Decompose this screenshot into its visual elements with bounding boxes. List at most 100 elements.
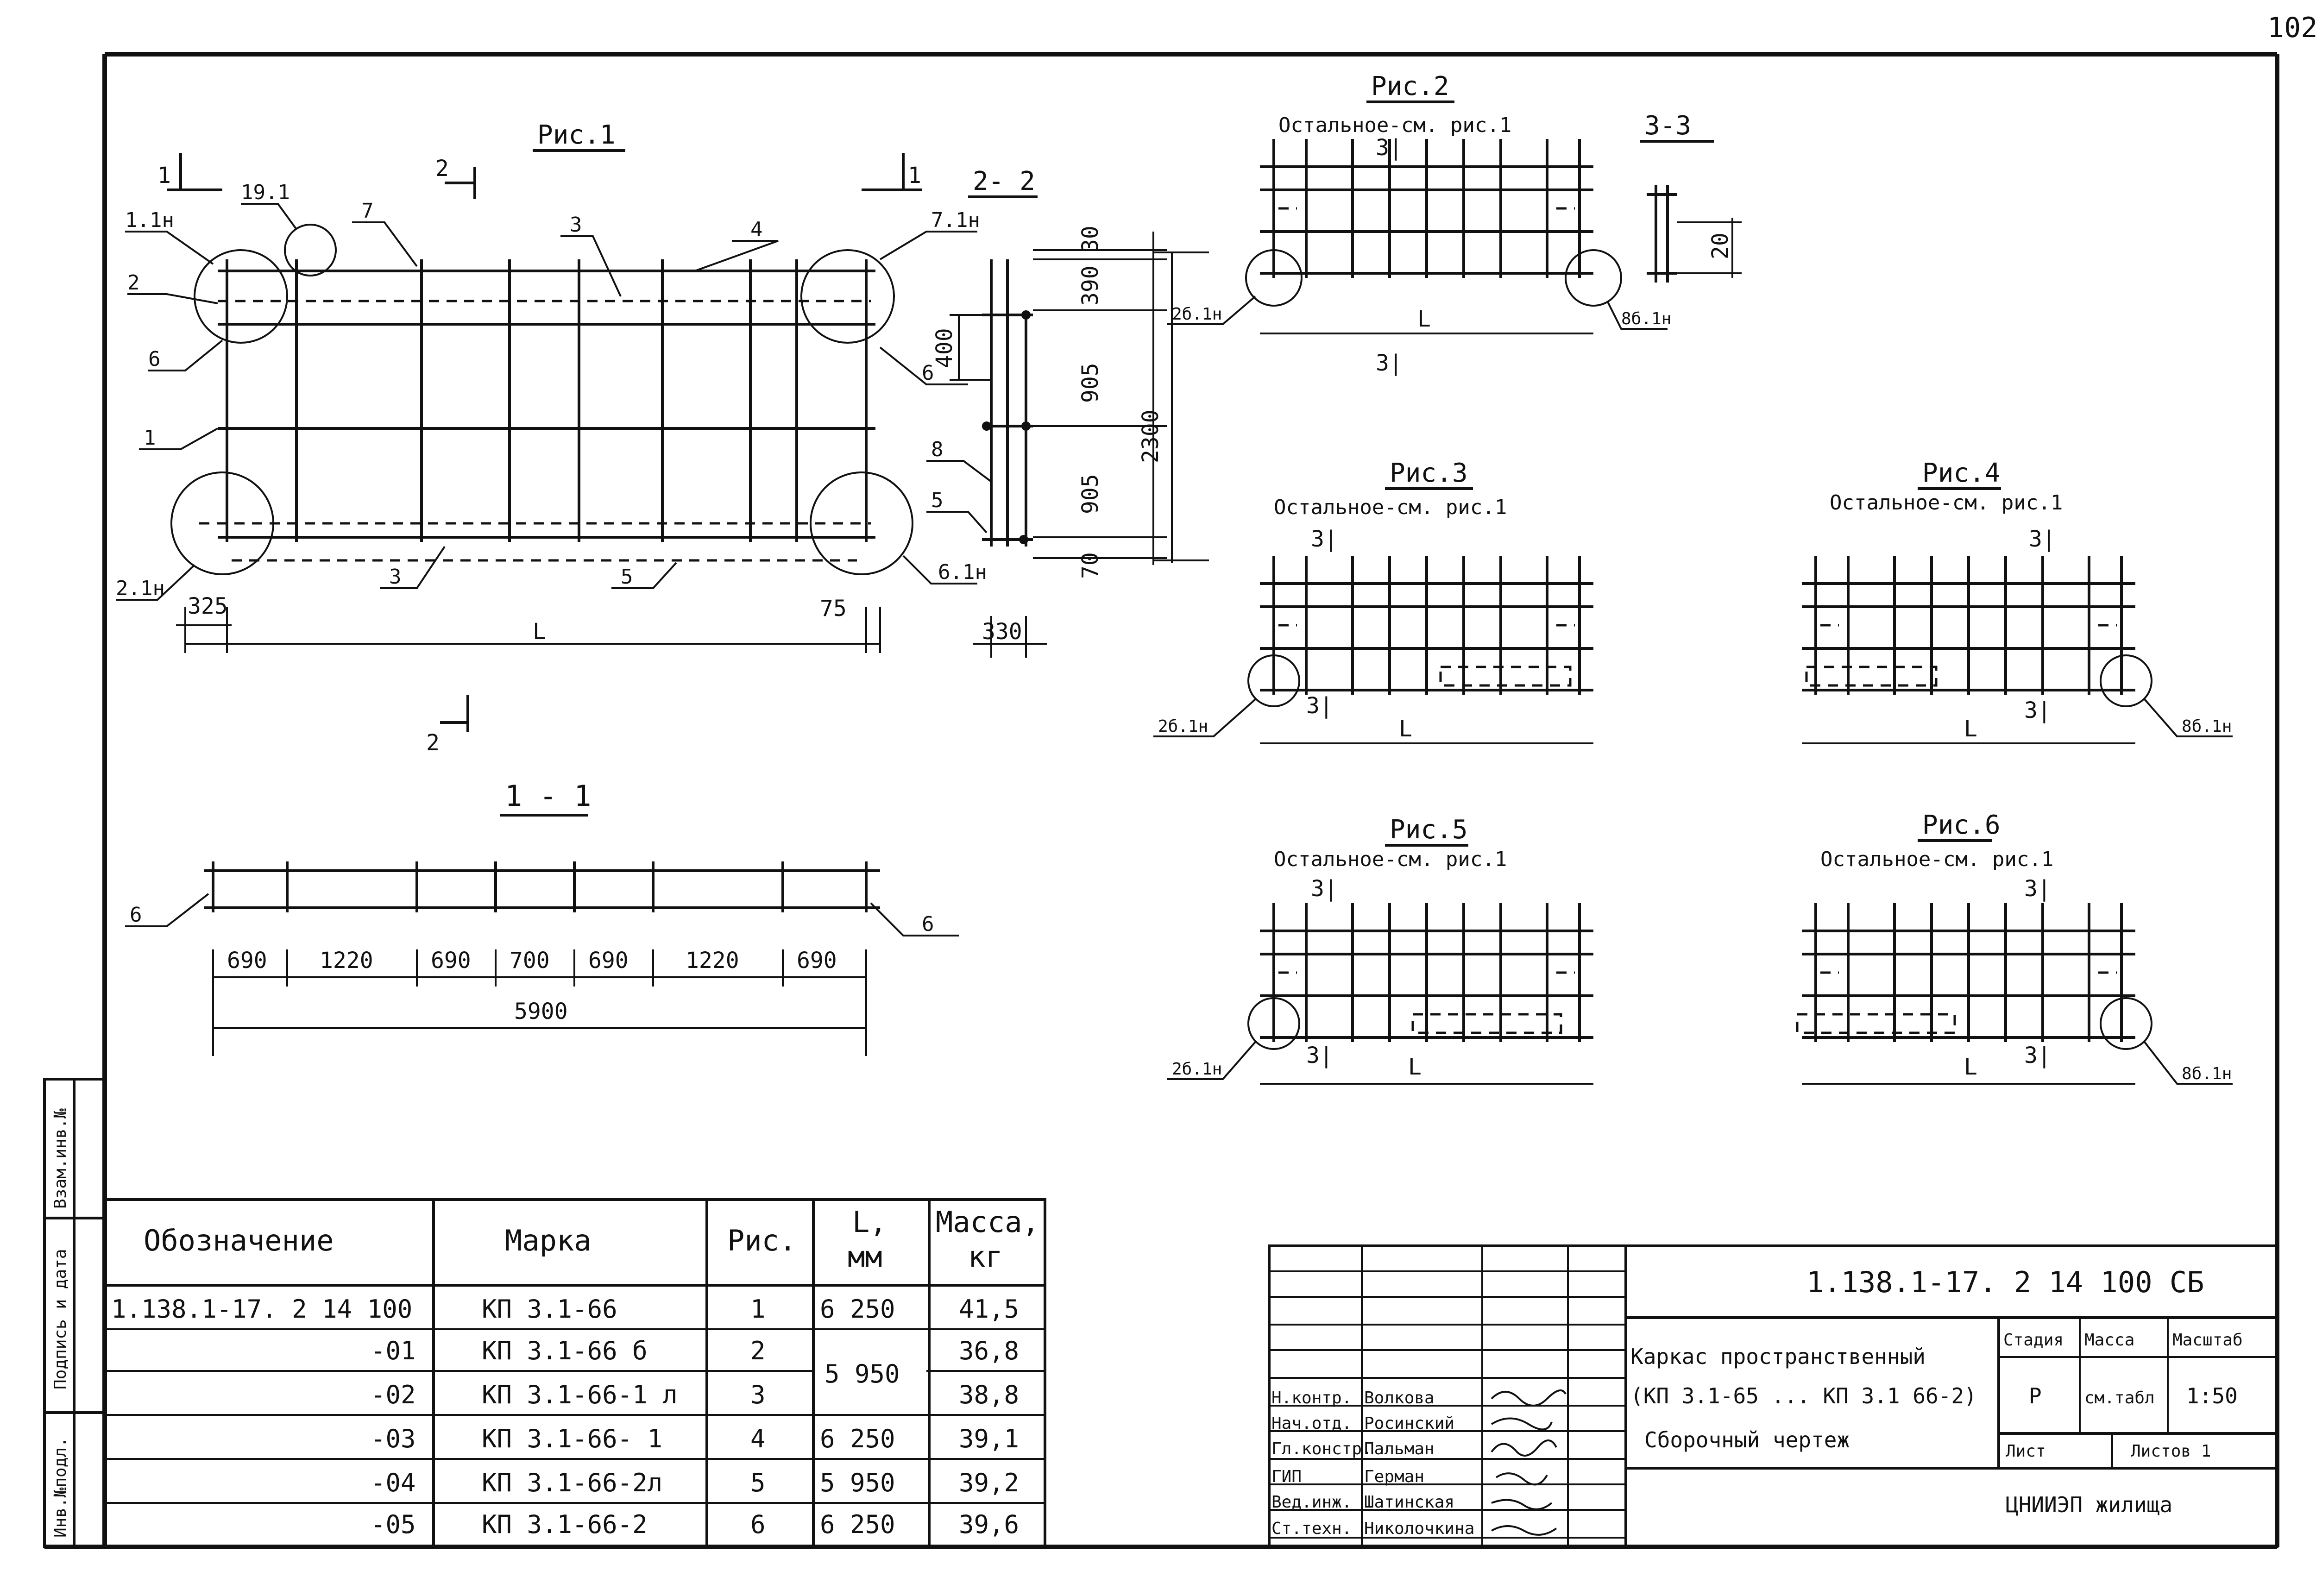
spec-row-4-fig: 4 — [750, 1424, 766, 1453]
fig1-label-6-1n: 6.1н — [938, 560, 987, 584]
sec11-span-3: 690 — [431, 948, 471, 974]
spec-row-4-length: 6 250 — [820, 1424, 895, 1453]
fig1-label-1: 1 — [144, 426, 156, 450]
spec-row-1-mass: 41,5 — [959, 1294, 1019, 1324]
fig2-dim-L: L — [1417, 306, 1431, 332]
tb-name-2: (КП 3.1-65 ... КП 3.1 66-2) — [1630, 1383, 1977, 1408]
tb-staff-role-6: Ст.техн. — [1271, 1519, 1352, 1538]
section-1-1: 1 - 1 6 6 690 1220 690 700 690 1220 690 … — [125, 779, 959, 1056]
spec-row-6-mass: 39,6 — [959, 1510, 1019, 1539]
tb-staff-name-4: Герман — [1364, 1467, 1424, 1486]
sec11-span-5: 690 — [588, 948, 629, 974]
spec-header-length-top: L, — [852, 1205, 887, 1239]
fig1-label-5: 5 — [621, 565, 633, 589]
tb-staff-name-5: Шатинская — [1364, 1493, 1454, 1512]
fig1-label-3-top: 3 — [570, 213, 582, 237]
fig1-cut-2-bottom: 2 — [426, 730, 440, 756]
figure-2: Рис.2 Остальное-см. рис.1 3| 2б.1н 8б.1н… — [1167, 71, 1671, 376]
sec33-dim-20: 20 — [1707, 232, 1733, 259]
fig1-label-2-1n: 2.1н — [116, 577, 165, 600]
spec-row-6-length: 6 250 — [820, 1510, 895, 1539]
fig2-title: Рис.2 — [1371, 71, 1449, 101]
fig1-cut-1-right: 1 — [908, 163, 921, 189]
fig6-note: Остальное-см. рис.1 — [1820, 848, 2053, 871]
sec22-dim-400: 400 — [931, 328, 957, 368]
fig1-label-6-left: 6 — [148, 347, 161, 371]
spec-row-2-mark: КП 3.1-66 б — [482, 1336, 648, 1365]
sec11-label-6-right: 6 — [922, 912, 934, 936]
sec22-title: 2- 2 — [973, 166, 1035, 196]
fig1-label-19-1: 19.1 — [241, 181, 290, 204]
sec11-label-6-left: 6 — [130, 903, 142, 927]
tb-staff-role-5: Вед.инж. — [1271, 1493, 1352, 1512]
sec11-title: 1 - 1 — [505, 779, 592, 813]
spec-row-6-designation: -05 — [371, 1510, 416, 1539]
spec-row-4-mass: 39,1 — [959, 1424, 1019, 1453]
sec11-span-6: 1220 — [686, 948, 739, 974]
fig3-cut-top: 3| — [1311, 526, 1338, 552]
spec-row-3-mark: КП 3.1-66-1 л — [482, 1380, 678, 1409]
tb-sheet-header: Лист — [2006, 1442, 2046, 1461]
sec22-dim-70: 70 — [1077, 552, 1103, 579]
sec22-dim-330: 330 — [982, 619, 1022, 645]
sec11-total: 5900 — [514, 999, 568, 1024]
tb-code: 1.138.1-17. 2 14 100 СБ — [1806, 1265, 2204, 1299]
fig5-cut-top: 3| — [1311, 876, 1338, 902]
fig6-title: Рис.6 — [1922, 810, 2001, 840]
spec-row-5-mark: КП 3.1-66-2л — [482, 1468, 662, 1497]
fig3-note: Остальное-см. рис.1 — [1274, 496, 1507, 519]
spec-header-length-bottom: мм — [848, 1240, 882, 1274]
spec-rows-2-3-length: 5 950 — [824, 1359, 900, 1389]
tb-staff-name-3: Пальман — [1364, 1439, 1435, 1458]
spec-row-2-mass: 36,8 — [959, 1336, 1019, 1365]
stamp-inv-podl: Инв.№подл. — [51, 1437, 70, 1538]
fig3-label-2b: 2б.1н — [1158, 717, 1208, 736]
spec-row-5-length: 5 950 — [820, 1468, 895, 1497]
spec-header-mass-top: Масса, — [936, 1205, 1039, 1239]
spec-table: Обозначение Марка Рис. L, мм Масса, кг 1… — [103, 1198, 1046, 1548]
spec-row-3-fig: 3 — [750, 1380, 766, 1409]
fig4-note: Остальное-см. рис.1 — [1830, 491, 2063, 515]
fig4-title: Рис.4 — [1922, 458, 2001, 488]
fig4-label-8b: 8б.1н — [2182, 717, 2232, 736]
spec-row-4-mark: КП 3.1-66- 1 — [482, 1424, 662, 1453]
fig1-label-7: 7 — [361, 199, 374, 223]
figure-5: Рис.5 Остальное-см. рис.1 3| 2б.1н 3| L — [1167, 815, 1593, 1085]
fig1-dim-75: 75 — [820, 596, 847, 622]
spec-row-1-designation: 1.138.1-17. 2 14 100 — [111, 1294, 412, 1324]
fig5-title: Рис.5 — [1390, 815, 1468, 845]
sec33-title: 3-3 — [1644, 111, 1691, 141]
signatures — [1491, 1389, 1567, 1536]
section-2-2: 2- 2 8 5 30 390 905 905 70 2300 — [926, 166, 1209, 658]
sec22-label-8: 8 — [931, 438, 944, 461]
sec11-span-4: 700 — [510, 948, 550, 974]
tb-mass-header: Масса — [2084, 1331, 2134, 1350]
tb-scale: 1:50 — [2186, 1383, 2238, 1408]
sec22-dim-905-top: 905 — [1077, 363, 1103, 403]
sec22-dim-390: 390 — [1077, 265, 1103, 306]
spec-row-3-mass: 38,8 — [959, 1380, 1019, 1409]
spec-row-3-designation: -02 — [371, 1380, 416, 1409]
fig1-cut-2-top: 2 — [435, 156, 449, 182]
tb-stage: Р — [2029, 1383, 2042, 1408]
tb-organization: ЦНИИЭП жилища — [2006, 1492, 2172, 1517]
fig3-title: Рис.3 — [1390, 458, 1468, 488]
tb-staff-name-6: Николочкина — [1364, 1519, 1474, 1538]
tb-stage-header: Стадия — [2003, 1331, 2064, 1350]
spec-row-5-fig: 5 — [750, 1468, 766, 1497]
fig6-cut-top: 3| — [2024, 876, 2051, 902]
tb-staff-role-1: Н.контр. — [1271, 1389, 1352, 1407]
fig5-cut-bottom: 3| — [1306, 1043, 1333, 1068]
spec-row-1-fig: 1 — [750, 1294, 766, 1324]
spec-row-1-length: 6 250 — [820, 1294, 895, 1324]
tb-mass: см.табл — [2084, 1389, 2155, 1407]
fig4-dim-L: L — [1964, 716, 1977, 742]
tb-name-1: Каркас пространственный — [1630, 1344, 1926, 1369]
tb-staff-name-2: Росинский — [1364, 1414, 1454, 1433]
tb-staff-role-4: ГИП — [1271, 1467, 1302, 1486]
tb-name-3: Сборочный чертеж — [1644, 1427, 1850, 1452]
spec-row-2-fig: 2 — [750, 1336, 766, 1365]
fig6-label-8b: 8б.1н — [2182, 1064, 2232, 1083]
tb-sheets-header: Листов 1 — [2131, 1442, 2211, 1461]
spec-row-6-mark: КП 3.1-66-2 — [482, 1510, 648, 1539]
